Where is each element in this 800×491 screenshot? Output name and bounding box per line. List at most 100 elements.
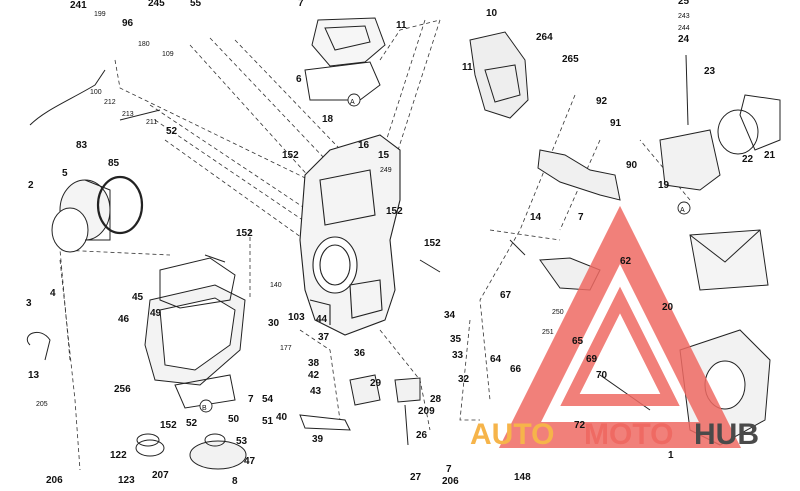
part-number-label: 15 — [378, 150, 390, 161]
part-number-label: 42 — [308, 370, 320, 381]
part-number-label: 8 — [232, 476, 238, 487]
part-number-label: 83 — [76, 140, 88, 151]
part-number-label: 100 — [90, 89, 102, 96]
tool-bag — [689, 229, 769, 291]
part-number-label: 250 — [552, 309, 564, 316]
part-number-label: 212 — [104, 99, 116, 106]
part-number-label: 241 — [70, 0, 87, 11]
part-number-label: 205 — [36, 401, 48, 408]
part-number-label: 16 — [358, 140, 370, 151]
part-number-label: 206 — [442, 476, 459, 487]
part-number-label: 44 — [316, 314, 328, 325]
part-number-label: 40 — [276, 412, 288, 423]
float-bowl — [144, 257, 246, 409]
part-number-label: 211 — [146, 119, 157, 126]
part-number-label: 54 — [262, 394, 274, 405]
part-number-label: 11 — [396, 20, 407, 31]
part-number-label: 7 — [446, 464, 452, 475]
part-number-label: 65 — [572, 336, 584, 347]
part-number-label: 27 — [410, 472, 422, 483]
part-number-label: 49 — [150, 308, 162, 319]
part-number-label: 109 — [162, 51, 174, 58]
part-number-label: 10 — [486, 8, 498, 19]
part-number-label: 103 — [288, 312, 305, 323]
watermark-text-moto: MOTO — [584, 418, 673, 451]
callout-circle — [199, 399, 213, 413]
part-number-label: 46 — [118, 314, 130, 325]
part-number-label: 69 — [586, 354, 598, 365]
part-number-label: 39 — [312, 434, 324, 445]
part-number-label: 209 — [418, 406, 435, 417]
part-number-label: 1 — [668, 450, 674, 461]
part-number-label: 7 — [248, 394, 254, 405]
part-number-label: 26 — [416, 430, 428, 441]
part-number-label: 51 — [262, 416, 274, 427]
top-cover — [304, 17, 386, 101]
part-number-label: 18 — [322, 114, 334, 125]
part-number-label: 249 — [380, 167, 392, 174]
part-number-label: 123 — [118, 475, 135, 486]
part-number-label: 70 — [596, 370, 608, 381]
part-number-label: 152 — [236, 228, 253, 239]
part-number-label: 2 — [28, 180, 34, 191]
air-boot — [51, 175, 144, 253]
part-number-label: 4 — [50, 288, 56, 299]
part-number-label: 37 — [318, 332, 330, 343]
part-number-label: 35 — [450, 334, 462, 345]
callout-label: A — [680, 207, 685, 214]
part-number-label: 148 — [514, 472, 531, 483]
part-number-label: 5 — [62, 168, 68, 179]
part-number-label: 34 — [444, 310, 456, 321]
hot-start-assembly — [537, 149, 621, 201]
throttle-sensor — [659, 54, 781, 191]
part-number-label: 180 — [138, 41, 150, 48]
part-number-label: 96 — [122, 18, 134, 29]
part-number-label: 30 — [268, 318, 280, 329]
part-number-label: 29 — [370, 378, 382, 389]
part-number-label: 23 — [704, 66, 716, 77]
part-number-label: 38 — [308, 358, 320, 369]
part-number-label: 25 — [678, 0, 690, 7]
part-number-label: 52 — [166, 126, 178, 137]
part-number-label: 14 — [530, 212, 542, 223]
part-number-label: 91 — [610, 118, 622, 129]
part-number-label: 28 — [430, 394, 442, 405]
part-number-label: 52 — [186, 418, 198, 429]
part-number-label: 3 — [26, 298, 32, 309]
part-number-label: 11 — [462, 62, 473, 73]
part-number-label: 24 — [678, 34, 690, 45]
part-number-label: 53 — [236, 436, 248, 447]
part-number-label: 32 — [458, 374, 470, 385]
part-number-label: 199 — [94, 11, 106, 18]
part-number-label: 90 — [626, 160, 638, 171]
part-number-label: 152 — [424, 238, 441, 249]
part-number-label: 264 — [536, 32, 553, 43]
part-number-label: 92 — [596, 96, 608, 107]
callout-label: A — [350, 99, 355, 106]
part-number-label: 245 — [148, 0, 165, 9]
callout-label: B — [202, 405, 207, 412]
part-number-label: 206 — [46, 475, 63, 486]
cables — [29, 69, 161, 126]
part-number-label: 265 — [562, 54, 579, 65]
part-number-label: 72 — [574, 420, 586, 431]
part-number-label: 6 — [296, 74, 302, 85]
part-number-label: 64 — [490, 354, 502, 365]
part-number-label: 22 — [742, 154, 754, 165]
callout-circle — [677, 201, 691, 215]
part-number-label: 122 — [110, 450, 127, 461]
watermark-text-auto: AUTO — [470, 418, 554, 451]
part-number-label: 13 — [28, 370, 40, 381]
part-number-label: 140 — [270, 282, 282, 289]
part-number-label: 85 — [108, 158, 120, 169]
hose-cover — [469, 31, 529, 119]
part-number-label: 251 — [542, 329, 554, 336]
part-number-label: 7 — [298, 0, 304, 9]
part-number-label: 19 — [658, 180, 670, 191]
part-number-label: 152 — [386, 206, 403, 217]
part-number-label: 244 — [678, 25, 690, 32]
part-number-label: 45 — [132, 292, 144, 303]
